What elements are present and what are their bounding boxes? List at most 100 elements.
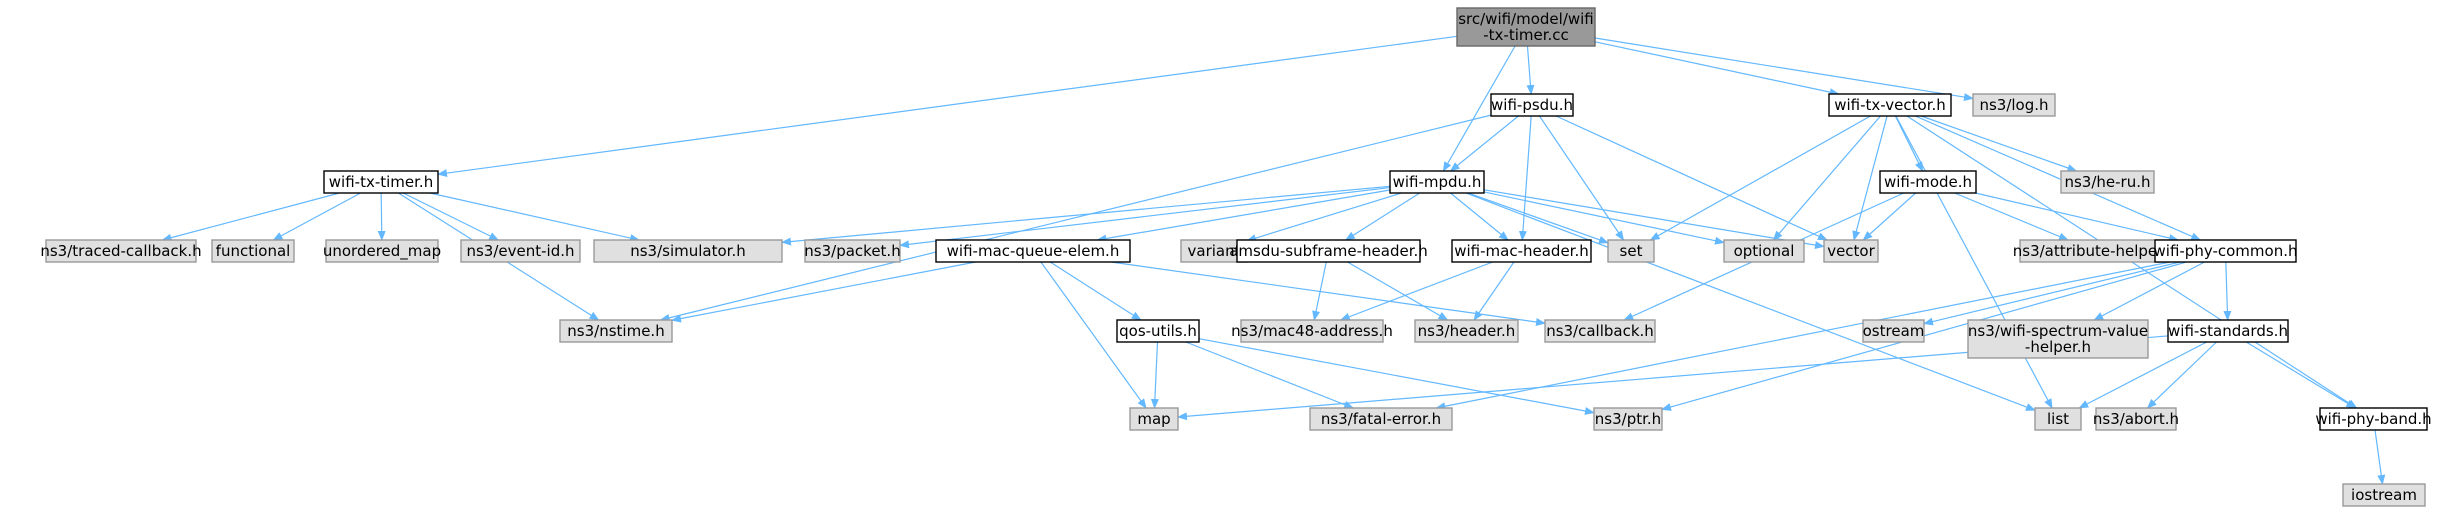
- node-machdr[interactable]: wifi-mac-header.h: [1451, 239, 1592, 263]
- edge-mode-to-vector: [1862, 192, 1917, 241]
- node-label: ns3/nstime.h: [567, 322, 664, 340]
- node-label: map: [1137, 410, 1170, 428]
- edge-root-to-txvec: [1594, 41, 1840, 97]
- edge-txtimer-to-functional: [272, 192, 361, 241]
- node-label: wifi-standards.h: [2168, 322, 2288, 340]
- node-vector: vector: [1823, 239, 1879, 263]
- node-root[interactable]: src/wifi/model/wifi-tx-timer.cc: [1456, 7, 1596, 47]
- edge-txtimer-to-simulator: [429, 192, 641, 242]
- node-log: ns3/log.h: [1972, 93, 2056, 117]
- edge-amsdu-to-header: [1347, 261, 1449, 321]
- node-box: [1544, 319, 1656, 343]
- edge-standards-to-abort: [2146, 341, 2217, 409]
- edge-mpdu-to-amsdu: [1344, 192, 1421, 241]
- node-header: ns3/header.h: [1414, 319, 1519, 343]
- node-box: [804, 239, 901, 263]
- edge-queueelem-to-callback: [1110, 261, 1546, 326]
- node-label: ns3/traced-callback.h: [40, 242, 201, 260]
- node-box: [2034, 407, 2082, 431]
- node-box: [1490, 93, 1574, 117]
- edge-txtimer-to-eventid: [402, 192, 500, 241]
- edge-txvec-to-list: [1895, 115, 2053, 409]
- node-box: [2167, 319, 2289, 343]
- node-list: list: [2034, 407, 2082, 431]
- edge-mode-to-phycommon: [1975, 192, 2180, 242]
- edge-txvec-to-heru: [1920, 115, 2078, 172]
- node-psdu[interactable]: wifi-psdu.h: [1490, 93, 1574, 117]
- node-functional: functional: [211, 239, 295, 263]
- node-label: wifi-mode.h: [1884, 173, 1972, 191]
- edge-standards-to-band: [2245, 341, 2357, 409]
- node-queueelem[interactable]: wifi-mac-queue-elem.h: [935, 239, 1131, 263]
- node-label: set: [1620, 242, 1643, 260]
- node-box: [2319, 407, 2428, 431]
- edge-psdu-to-nstime: [659, 114, 1492, 322]
- node-traced: ns3/traced-callback.h: [40, 239, 202, 263]
- node-label: ns3/event-id.h: [466, 242, 574, 260]
- node-box: [1862, 319, 1925, 343]
- node-label: -helper.h: [2025, 338, 2091, 356]
- node-box: [1456, 7, 1596, 47]
- node-ptr: ns3/ptr.h: [1593, 407, 1663, 431]
- node-label: wifi-psdu.h: [1491, 96, 1573, 114]
- node-label: ns3/he-ru.h: [2064, 173, 2150, 191]
- node-fatal: ns3/fatal-error.h: [1309, 407, 1453, 431]
- node-box: [1236, 239, 1421, 263]
- edge-psdu-to-set: [1538, 115, 1625, 241]
- node-box: [1828, 93, 1952, 117]
- node-box: [1593, 407, 1663, 431]
- edge-psdu-to-vector: [1555, 115, 1828, 241]
- edge-mpdu-to-variant: [1246, 192, 1402, 242]
- edge-root-to-psdu: [1526, 45, 1535, 95]
- node-ostream: ostream: [1862, 319, 1925, 343]
- edge-mpdu-to-packet: [899, 186, 1391, 249]
- node-mode[interactable]: wifi-mode.h: [1879, 170, 1977, 194]
- node-label: wifi-mac-queue-elem.h: [947, 242, 1120, 260]
- node-label: ns3/header.h: [1418, 322, 1516, 340]
- node-label: ns3/attribute-helper.h: [2013, 242, 2176, 260]
- node-label: ns3/ptr.h: [1595, 410, 1661, 428]
- edge-root-to-log: [1594, 37, 1974, 101]
- node-box: [2342, 483, 2426, 507]
- node-eventid: ns3/event-id.h: [460, 239, 581, 263]
- edge-band-to-iostream: [2374, 429, 2386, 485]
- node-box: [323, 170, 439, 194]
- node-box: [2095, 407, 2177, 431]
- edge-machdr-to-mac48: [1339, 261, 1493, 321]
- node-txvec[interactable]: wifi-tx-vector.h: [1828, 93, 1952, 117]
- edge-mode-to-attrhelper: [1954, 192, 2069, 241]
- node-box: [1607, 239, 1655, 263]
- edge-mpdu-to-list: [1465, 192, 2036, 411]
- node-set: set: [1607, 239, 1655, 263]
- node-map: map: [1129, 407, 1179, 431]
- node-box: [1451, 239, 1592, 263]
- node-spectrum: ns3/wifi-spectrum-value-helper.h: [1967, 319, 2149, 359]
- node-box: [325, 239, 439, 263]
- node-label: qos-utils.h: [1119, 322, 1197, 340]
- node-box: [1414, 319, 1519, 343]
- node-box: [935, 239, 1131, 263]
- edge-mpdu-to-queueelem: [1096, 189, 1391, 243]
- node-nstime: ns3/nstime.h: [559, 319, 673, 343]
- edge-mpdu-to-machdr: [1450, 192, 1509, 241]
- node-box: [559, 319, 673, 343]
- node-label: functional: [216, 242, 291, 260]
- node-standards[interactable]: wifi-standards.h: [2167, 319, 2289, 343]
- node-qosutils[interactable]: qos-utils.h: [1116, 319, 1200, 343]
- node-iostream: iostream: [2342, 483, 2426, 507]
- node-txtimer[interactable]: wifi-tx-timer.h: [323, 170, 439, 194]
- node-label: variant: [1188, 242, 1241, 260]
- node-attrhelper: ns3/attribute-helper.h: [2013, 239, 2176, 263]
- edge-phycommon-to-fatal: [1435, 261, 2171, 411]
- node-phycommon[interactable]: wifi-phy-common.h: [2154, 239, 2298, 263]
- node-amsdu[interactable]: amsdu-subframe-header.h: [1229, 239, 1428, 263]
- node-mac48: ns3/mac48-address.h: [1231, 319, 1393, 343]
- node-box: [1723, 239, 1805, 263]
- edge-txtimer-to-umap: [377, 192, 386, 241]
- node-band[interactable]: wifi-phy-band.h: [2315, 407, 2432, 431]
- node-label: ostream: [1863, 322, 1925, 340]
- node-label: ns3/fatal-error.h: [1321, 410, 1441, 428]
- node-label: optional: [1734, 242, 1795, 260]
- node-mpdu[interactable]: wifi-mpdu.h: [1389, 170, 1485, 194]
- node-label: list: [2047, 410, 2069, 428]
